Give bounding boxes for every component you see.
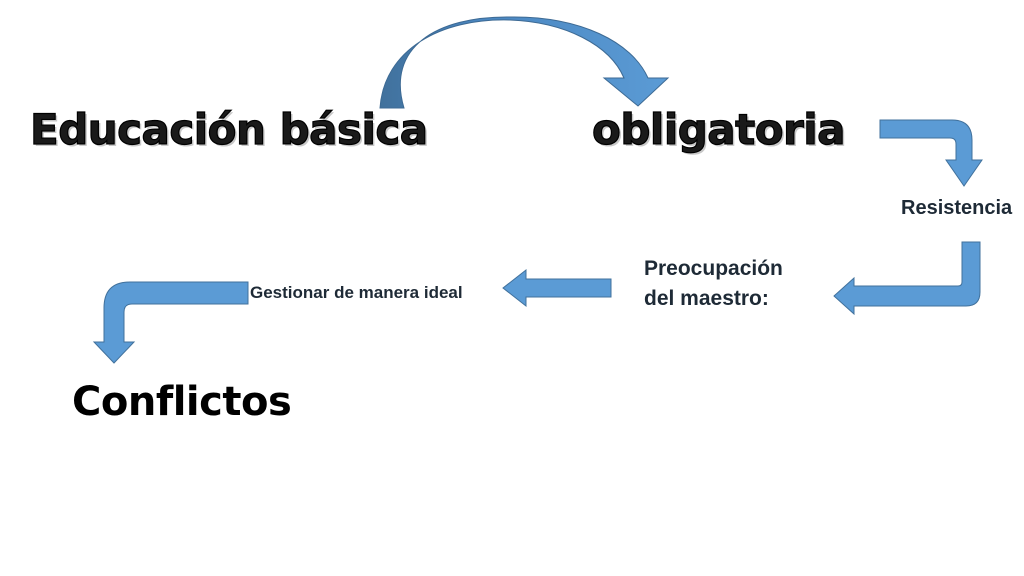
node-conflictos: Conflictos bbox=[72, 379, 292, 425]
curved-arrow-arc bbox=[379, 16, 670, 109]
bent-arrow-to-resistencia bbox=[879, 119, 983, 187]
node-preocupacion-line1: Preocupación bbox=[644, 257, 783, 280]
bent-arrow-to-preocupacion bbox=[833, 241, 981, 316]
node-gestionar: Gestionar de manera ideal bbox=[250, 283, 463, 302]
node-preocupacion-line2: del maestro: bbox=[644, 287, 769, 310]
node-obligatoria: obligatoria bbox=[591, 105, 846, 154]
node-resistencia: Resistencia bbox=[901, 197, 1013, 219]
left-arrow-to-gestionar bbox=[502, 268, 612, 308]
node-educacion-basica: Educación básica bbox=[29, 105, 428, 154]
bent-arrow-to-conflictos bbox=[92, 281, 249, 364]
